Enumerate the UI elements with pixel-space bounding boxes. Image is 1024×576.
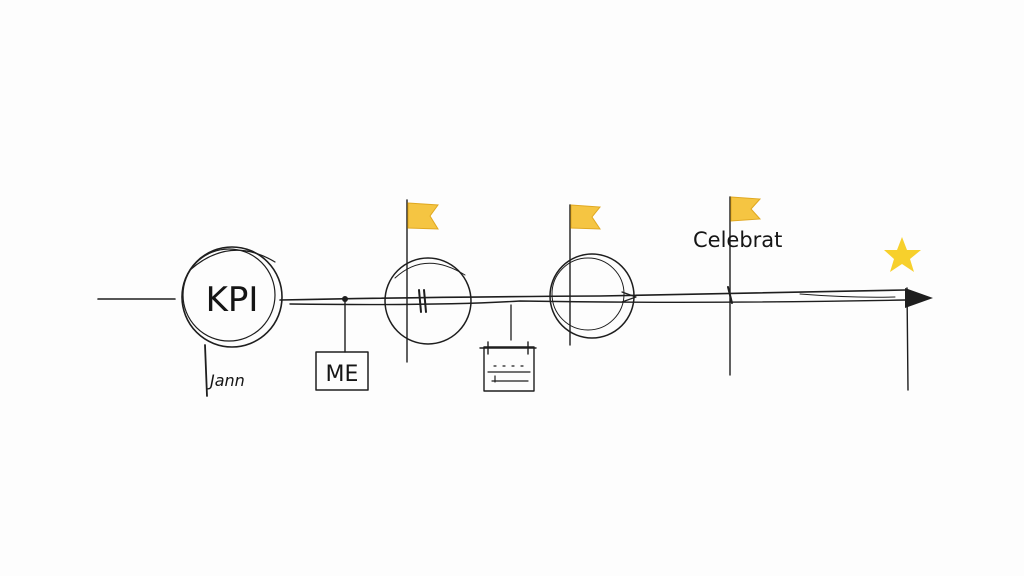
milestone-celebrate: Celebrat (693, 196, 782, 376)
star-icon (884, 237, 921, 272)
kpi-label: KPI (206, 280, 259, 320)
me-box: ME (315, 296, 369, 391)
flag-icon (570, 204, 601, 230)
calendar-icon (479, 304, 537, 392)
arrowhead-icon (905, 288, 933, 308)
me-label: ME (326, 362, 359, 387)
timeline-axis (97, 289, 906, 306)
node-kpi: KPI (181, 246, 283, 348)
start-note-text: Jann (207, 371, 245, 390)
flag-icon (730, 196, 762, 222)
node-milestone-2 (549, 204, 637, 346)
start-note: Jann (204, 344, 245, 397)
flag-icon (407, 202, 439, 230)
goal-marker (884, 237, 921, 391)
node-milestone-1 (384, 199, 472, 363)
celebrate-label: Celebrat (693, 228, 782, 252)
